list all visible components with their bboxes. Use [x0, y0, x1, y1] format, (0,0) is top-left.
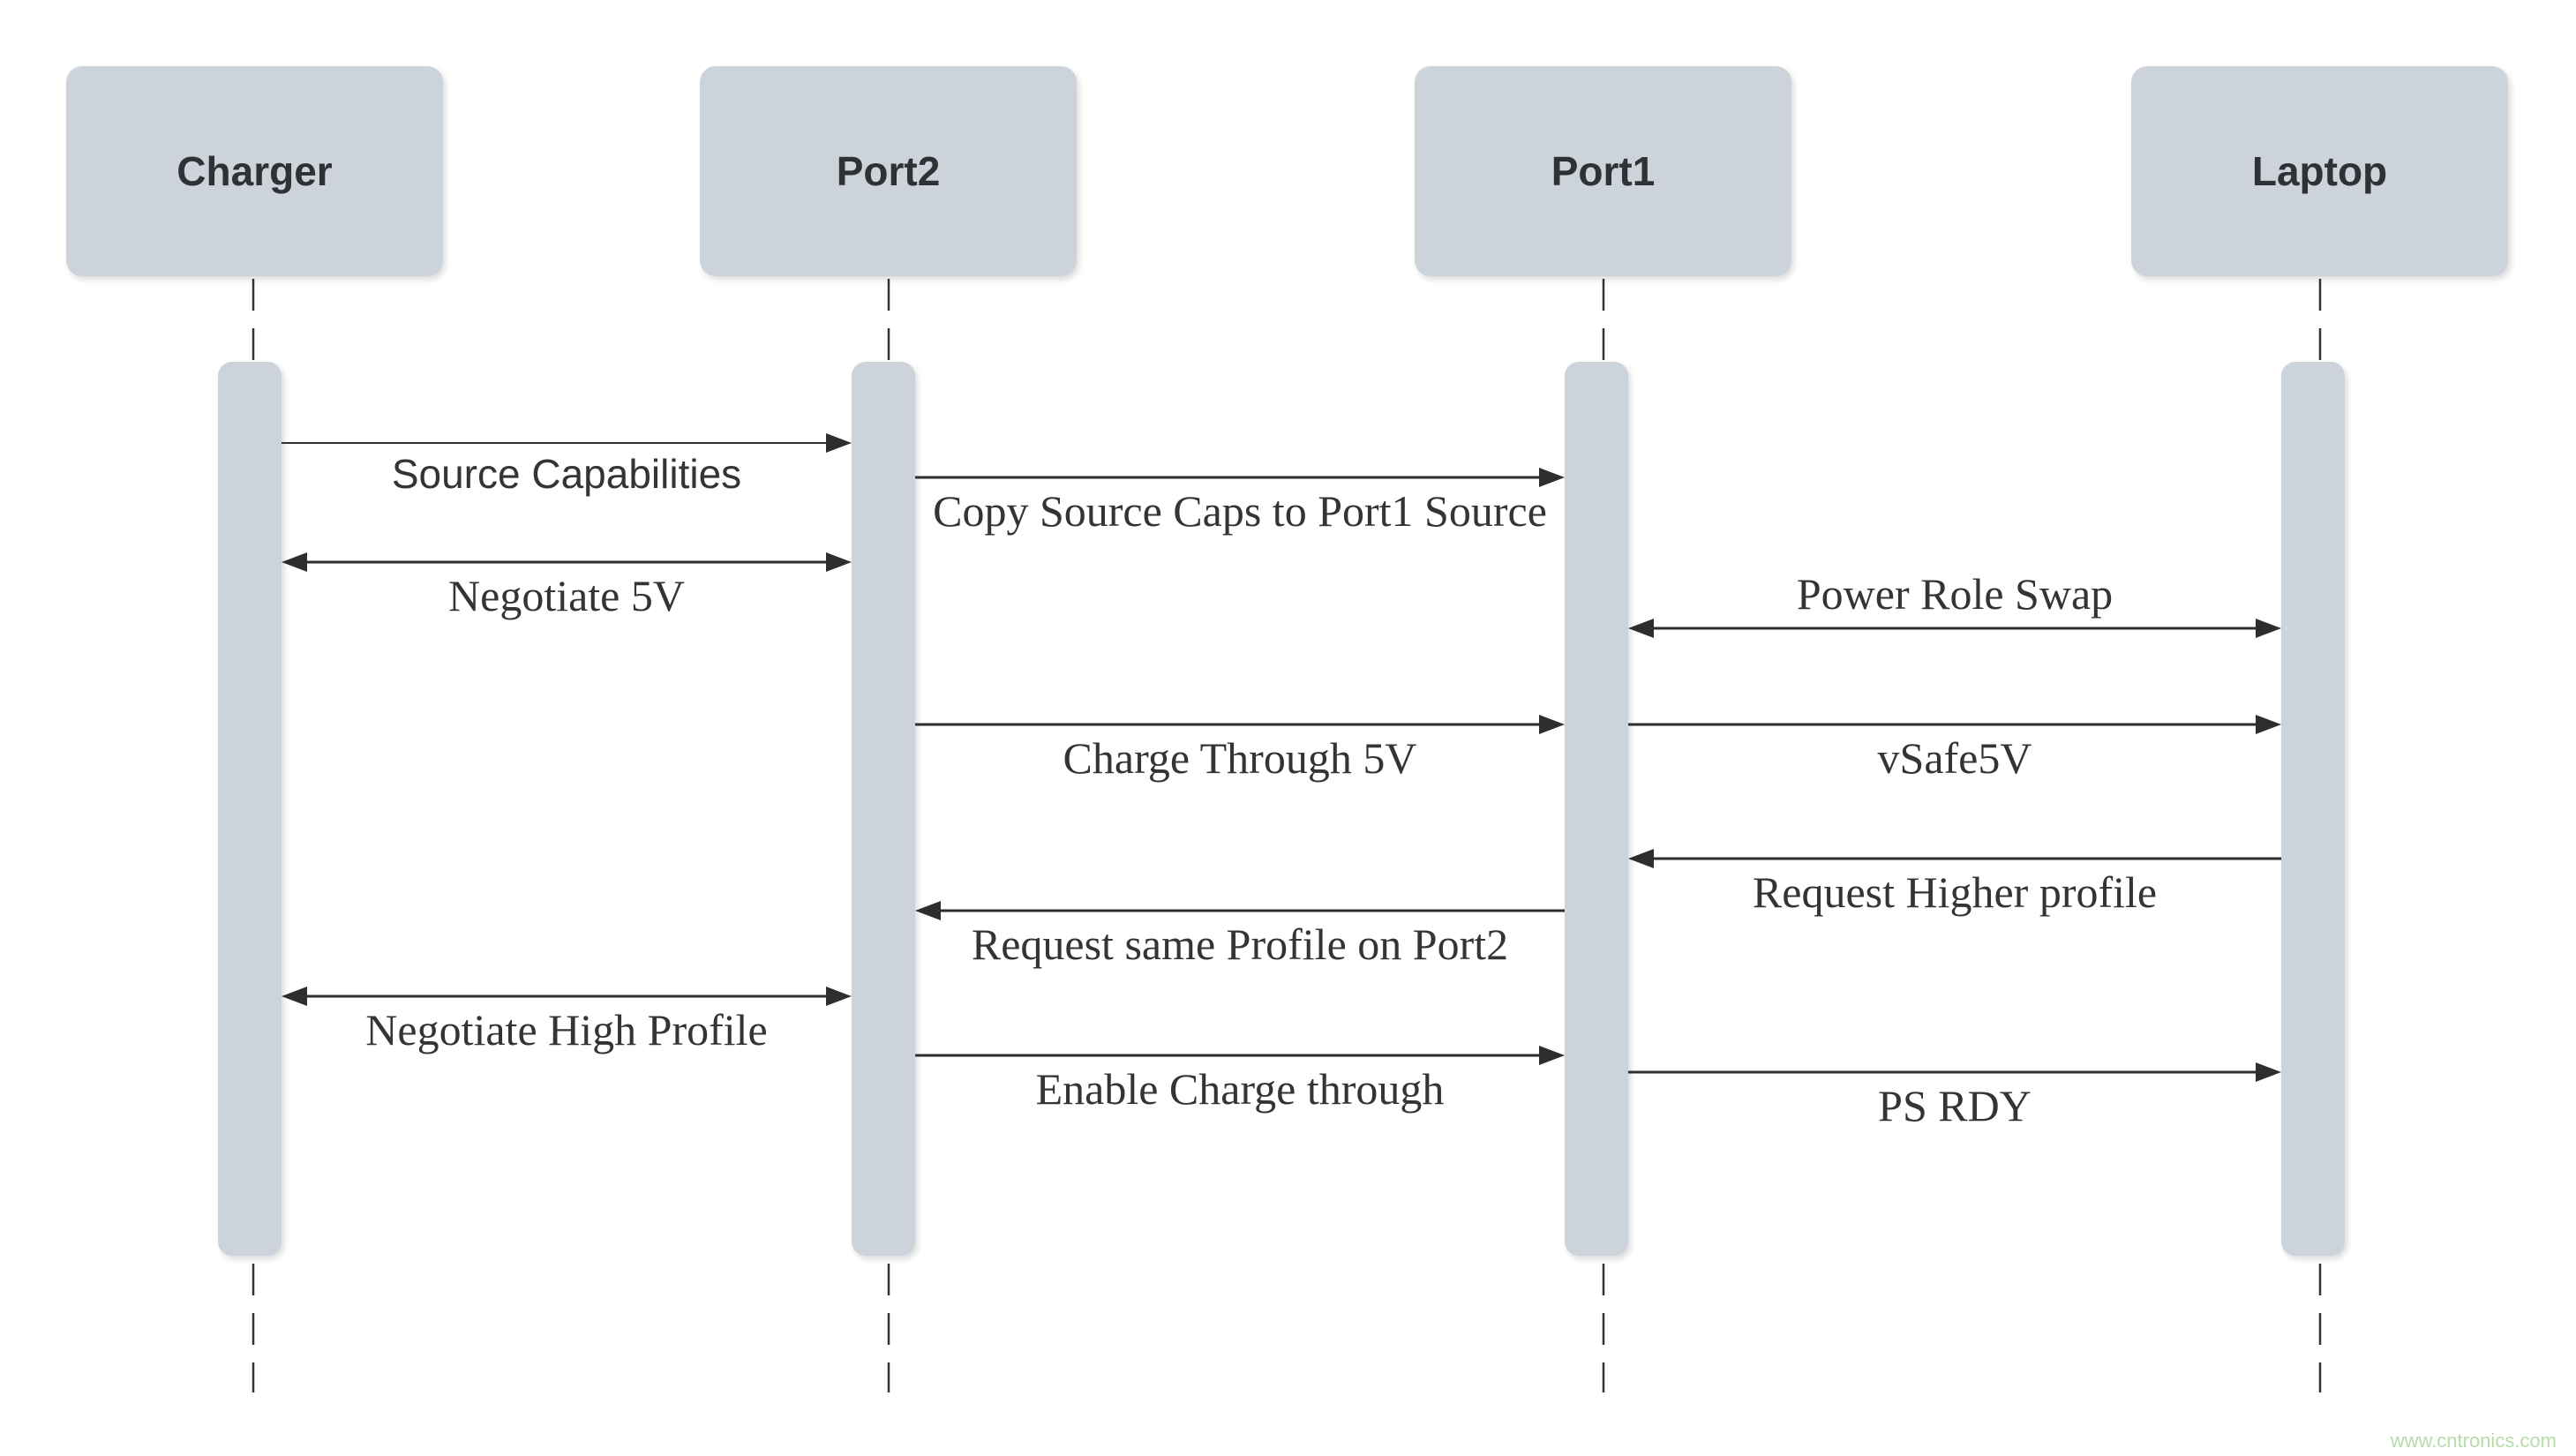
participant-port1-label: Port1 [1551, 148, 1656, 194]
activation-bar-port1 [1565, 362, 1628, 1256]
message-label-ps-rdy: PS RDY [1878, 1081, 2032, 1130]
message-label-copy-source-caps: Copy Source Caps to Port1 Source [933, 486, 1547, 536]
arrow-copy-source-caps [915, 468, 1565, 487]
participant-port1: Port1 [1415, 66, 1791, 276]
message-label-charge-through-5v: Charge Through 5V [1063, 733, 1417, 783]
message-label-negotiate-5v: Negotiate 5V [448, 571, 685, 620]
watermark-text: www.cntronics.com [2390, 1430, 2557, 1452]
arrow-source-capabilities [282, 433, 852, 453]
arrow-enable-charge-through [915, 1046, 1565, 1065]
participant-charger: Charger [66, 66, 443, 276]
message-label-enable-charge-through: Enable Charge through [1035, 1064, 1445, 1114]
participant-port2: Port2 [700, 66, 1077, 276]
arrow-ps-rdy [1628, 1062, 2281, 1082]
message-label-negotiate-high-profile: Negotiate High Profile [365, 1005, 768, 1054]
message-label-source-capabilities: Source Capabilities [391, 451, 742, 497]
participant-charger-label: Charger [176, 148, 333, 194]
message-label-request-higher-profile: Request Higher profile [1752, 867, 2158, 917]
participant-port2-label: Port2 [836, 148, 941, 194]
arrow-charge-through-5v [915, 715, 1565, 734]
message-label-power-role-swap: Power Role Swap [1796, 569, 2114, 619]
participant-laptop-label: Laptop [2251, 148, 2388, 194]
lifelines [252, 279, 2322, 1392]
arrow-power-role-swap [1628, 619, 2281, 638]
activation-bar-port2 [852, 362, 915, 1256]
arrow-request-higher-profile [1628, 849, 2281, 868]
message-label-vsafe5v: vSafe5V [1877, 733, 2032, 783]
arrow-negotiate-5v [282, 552, 852, 572]
message-label-request-same-profile: Request same Profile on Port2 [971, 919, 1509, 969]
participant-laptop: Laptop [2131, 66, 2508, 276]
arrow-negotiate-high-profile [282, 987, 852, 1006]
message-arrows [282, 433, 2281, 1082]
arrow-request-same-profile [915, 901, 1565, 920]
activation-bar-laptop [2281, 362, 2345, 1256]
arrow-vsafe5v [1628, 715, 2281, 734]
activation-bar-charger [218, 362, 282, 1256]
